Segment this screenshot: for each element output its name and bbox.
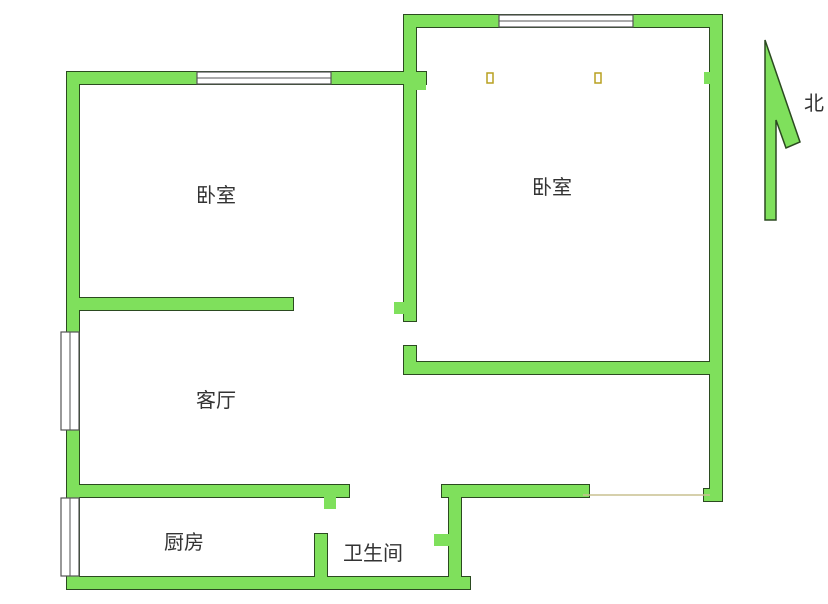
room-label-bedroom-right: 卧室 (532, 175, 572, 199)
fixture-mark (594, 72, 602, 84)
room-label-bathroom: 卫生间 (343, 541, 403, 565)
room-label-bedroom-left: 卧室 (196, 183, 236, 207)
north-arrow-icon (764, 39, 801, 221)
fixture-mark (486, 72, 494, 84)
room-label-kitchen: 厨房 (164, 530, 204, 554)
room-label-living-room: 客厅 (196, 388, 236, 412)
compass-label: 北 (804, 91, 824, 115)
walls (67, 15, 722, 589)
